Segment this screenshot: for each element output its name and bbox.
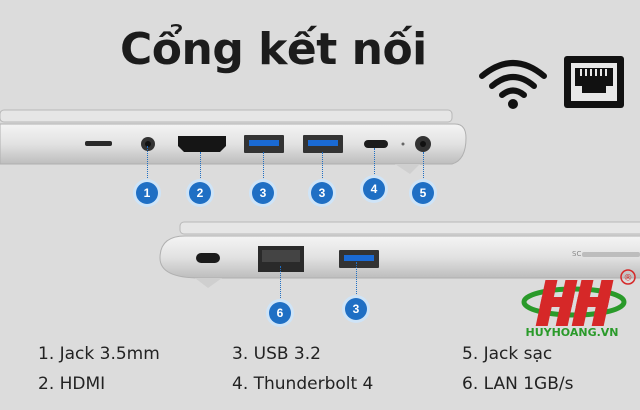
huyhoang-logo: ® — [521, 269, 636, 326]
badge-charger: 5 — [412, 182, 434, 204]
connector-5 — [423, 152, 424, 182]
legend-item: 6. LAN 1GB/s — [462, 374, 574, 394]
legend-item: 1. Jack 3.5mm — [38, 344, 160, 364]
laptop-left-side — [0, 109, 467, 174]
connector-3b — [322, 152, 323, 182]
connector-2 — [200, 152, 201, 182]
top-icons — [479, 56, 624, 109]
logo-text: HUYHOANG.VN — [525, 326, 619, 339]
lock-slot — [196, 253, 220, 263]
legend-item: 5. Jack sạc — [462, 344, 553, 364]
badge-usb-1: 3 — [252, 182, 274, 204]
svg-text:SC: SC — [572, 250, 581, 258]
badge-jack: 1 — [136, 182, 158, 204]
connector-3a — [263, 152, 264, 182]
card-slot — [85, 141, 112, 146]
badge-hdmi: 2 — [189, 182, 211, 204]
page-title: Cổng kết nối — [120, 24, 427, 75]
ethernet-port-icon — [564, 56, 624, 108]
badge-usb-2: 3 — [311, 182, 333, 204]
connector-3c — [356, 262, 357, 300]
connector-4 — [374, 148, 375, 178]
badge-usb-3: 3 — [345, 298, 367, 320]
hdmi-port — [178, 136, 226, 152]
connector-1 — [147, 146, 148, 182]
usb-c-port — [364, 140, 388, 148]
connector-6 — [280, 266, 281, 302]
registered-mark: ® — [624, 274, 633, 284]
legend-item: 3. USB 3.2 — [232, 344, 321, 364]
badge-lan: 6 — [269, 302, 291, 324]
legend-item: 2. HDMI — [38, 374, 106, 394]
wifi-icon — [479, 60, 547, 109]
badge-thunderbolt: 4 — [363, 178, 385, 200]
legend-item: 4. Thunderbolt 4 — [232, 374, 374, 394]
